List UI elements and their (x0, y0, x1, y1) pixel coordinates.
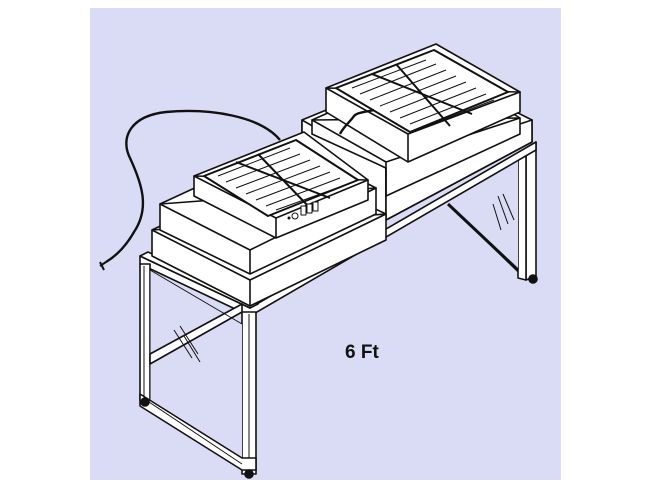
size-label: 6 Ft (345, 342, 379, 363)
control-switches-icon (287, 201, 319, 220)
filter-grille-icon (335, 49, 509, 133)
flow-bench-drawing (99, 43, 538, 479)
rear-filter-unit (301, 43, 533, 221)
illustration-panel: 6 Ft (90, 8, 561, 480)
glass-reflection-icon (173, 325, 201, 363)
front-filter-unit (151, 131, 387, 307)
stand-frame (139, 141, 538, 479)
power-cord-icon (99, 108, 375, 271)
grille-hatching (351, 59, 495, 129)
glass-reflection-icon (492, 193, 515, 231)
grille-hatching (217, 147, 349, 211)
